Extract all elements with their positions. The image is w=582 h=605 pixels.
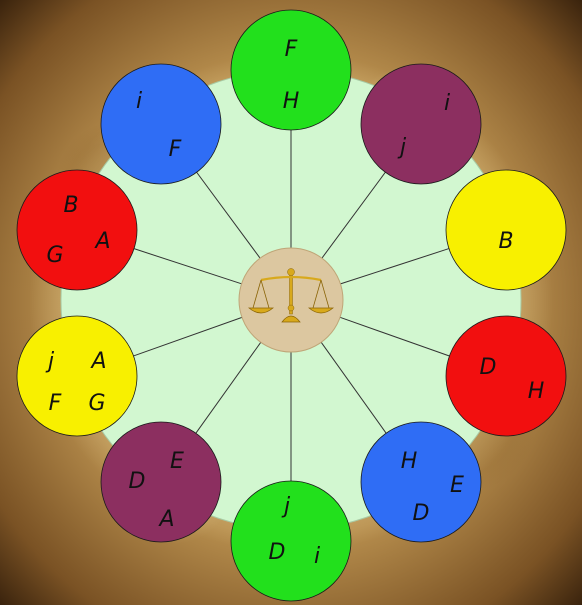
spoke: [133, 248, 242, 285]
node-top-left[interactable]: iF: [100, 63, 222, 185]
node-circle[interactable]: [16, 169, 138, 291]
node-letter: F: [49, 391, 62, 416]
node-letter: D: [129, 469, 146, 494]
spoke: [321, 171, 386, 259]
node-letter: A: [93, 229, 110, 254]
node-letter: D: [269, 540, 286, 565]
spoke: [196, 171, 261, 259]
node-left-lower[interactable]: j A F G: [16, 315, 138, 437]
node-circle[interactable]: [445, 169, 567, 291]
node-top[interactable]: FH: [230, 9, 352, 131]
node-top-right[interactable]: ij: [360, 63, 482, 185]
node-letter: F: [285, 37, 298, 62]
node-letter: i: [314, 544, 320, 569]
node-bottom-left[interactable]: EDA: [100, 421, 222, 543]
node-letter: B: [63, 193, 78, 218]
node-circle[interactable]: [360, 63, 482, 185]
spoke: [133, 316, 243, 357]
hub: [238, 247, 344, 353]
node-letter: G: [88, 391, 105, 416]
node-letter: E: [170, 449, 184, 474]
node-circle[interactable]: [445, 315, 567, 437]
node-letter: i: [136, 89, 142, 114]
node-letter: A: [89, 349, 106, 374]
node-letter: E: [450, 473, 464, 498]
node-circle[interactable]: [16, 315, 138, 437]
node-letter: G: [46, 243, 63, 268]
spoke: [195, 342, 262, 434]
node-letter: D: [413, 501, 430, 526]
node-letter: j: [281, 494, 291, 519]
spoke: [320, 342, 387, 434]
node-circle[interactable]: [100, 63, 222, 185]
node-letter: j: [45, 349, 55, 374]
spoke: [339, 316, 450, 357]
node-bottom-right[interactable]: H ED: [360, 421, 482, 543]
node-right-lower[interactable]: DH: [445, 315, 567, 437]
node-letter: B: [498, 229, 513, 254]
node-left-upper[interactable]: BA G: [16, 169, 138, 291]
node-letter: F: [169, 137, 182, 162]
node-letter: H: [283, 89, 300, 114]
node-letter: j: [397, 135, 407, 160]
node-circle[interactable]: [230, 9, 352, 131]
node-right-upper[interactable]: B: [445, 169, 567, 291]
node-letter: H: [401, 449, 418, 474]
node-circle[interactable]: [360, 421, 482, 543]
node-letter: H: [528, 379, 545, 404]
balance-scale-icon: [248, 268, 334, 323]
node-letter: D: [480, 355, 497, 380]
spokes: [133, 130, 450, 481]
node-circle[interactable]: [100, 421, 222, 543]
node-circle[interactable]: [230, 480, 352, 602]
node-letter: i: [444, 91, 450, 116]
spoke: [340, 248, 450, 285]
node-letter: A: [157, 507, 174, 532]
